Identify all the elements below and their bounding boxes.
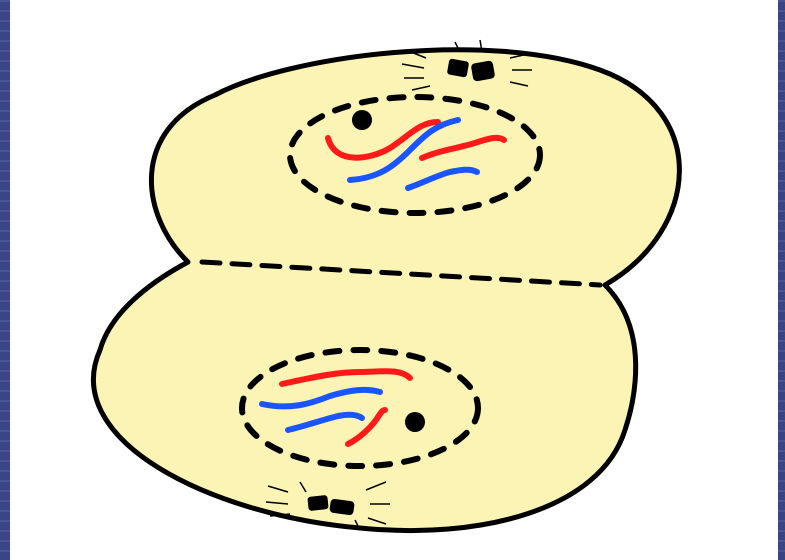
centriole-upper-a <box>447 58 469 77</box>
nucleolus-upper <box>352 110 372 130</box>
centriole-upper-b <box>471 60 496 82</box>
cell-division-diagram <box>10 0 778 560</box>
cell-membrane <box>93 50 679 531</box>
slide-panel <box>10 0 778 560</box>
centriole-lower-a <box>307 495 328 511</box>
nucleolus-lower <box>405 412 425 432</box>
